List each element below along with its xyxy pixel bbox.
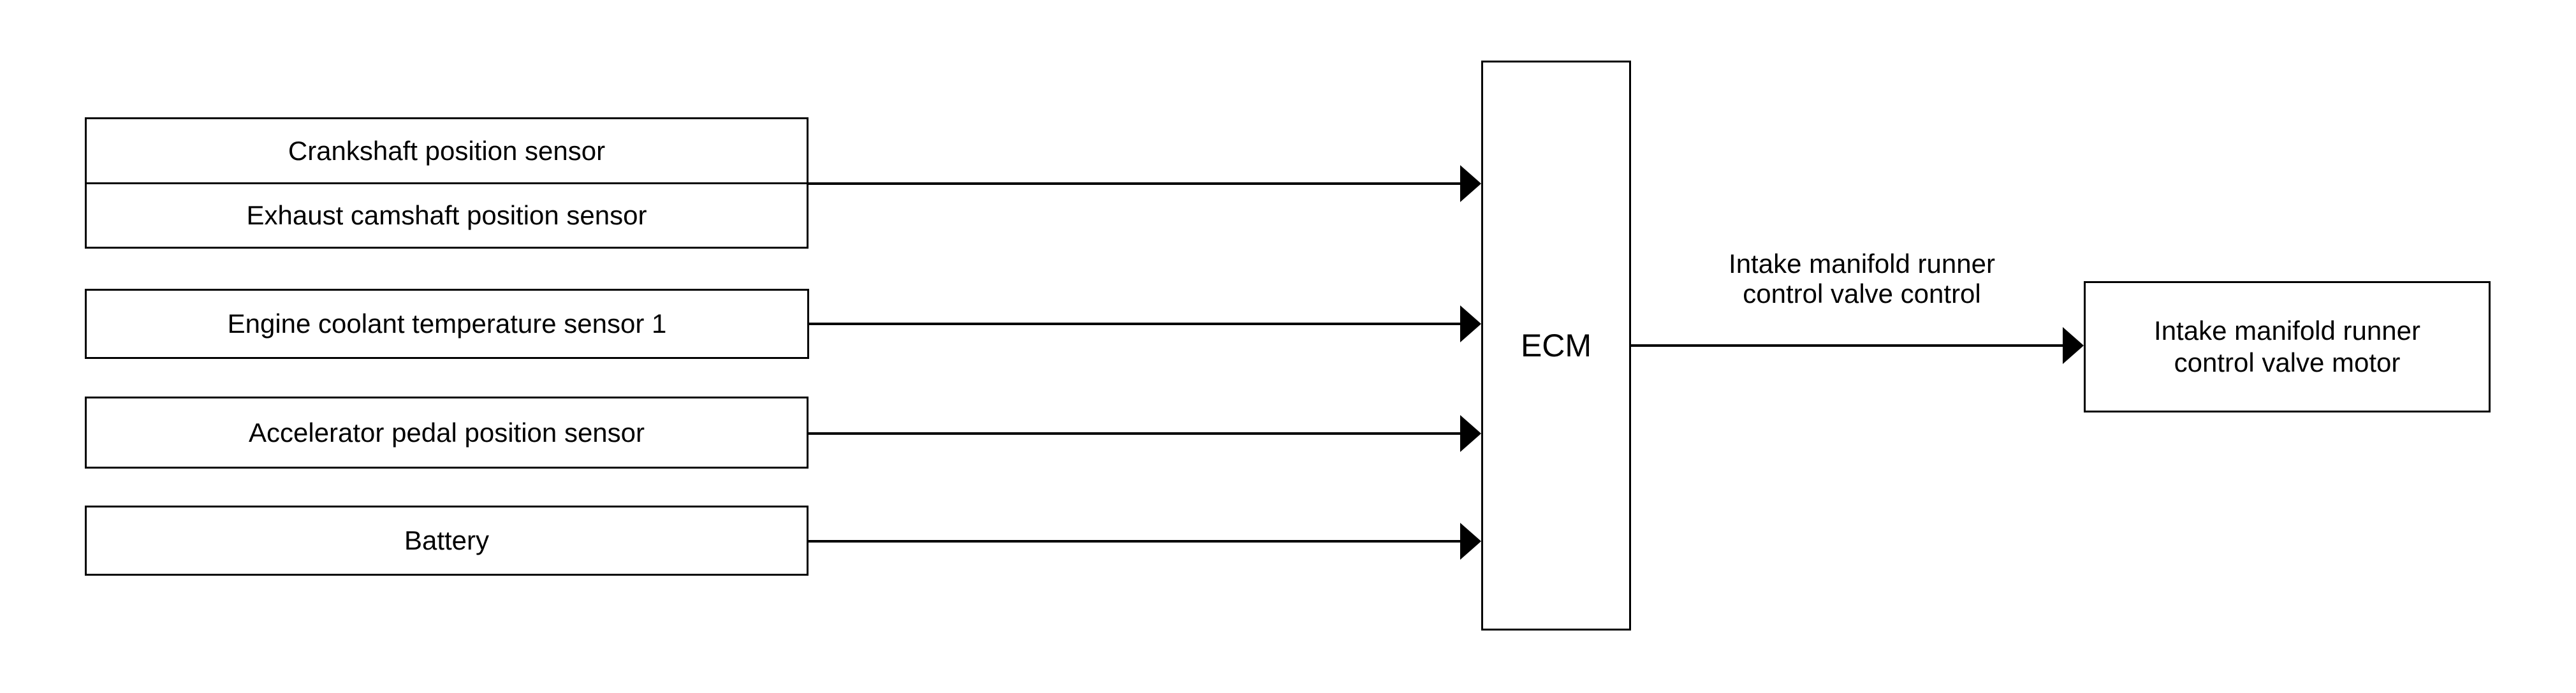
connector-battery-to-ecm	[809, 523, 1481, 560]
node-engine-coolant-temperature-sensor-1: Engine coolant temperature sensor 1	[85, 289, 809, 359]
edge-label-line-2: control valve control	[1743, 279, 1981, 309]
connector-accelerator-to-ecm	[809, 415, 1481, 452]
node-label-ecm: ECM	[1520, 327, 1592, 363]
node-label-actuator-line2: control valve motor	[2174, 347, 2401, 377]
node-accelerator-pedal-position-sensor: Accelerator pedal position sensor	[85, 397, 809, 469]
node-cell-crankshaft: Crankshaft position sensor	[87, 119, 807, 182]
node-label-battery: Battery	[404, 525, 490, 556]
connector-coolant-to-ecm	[809, 305, 1481, 342]
node-intake-manifold-runner-control-valve-motor: Intake manifold runner control valve mot…	[2084, 281, 2491, 412]
edge-label-intake-manifold-runner-control-valve-control: Intake manifold runner control valve con…	[1658, 249, 2066, 309]
node-battery: Battery	[85, 506, 809, 576]
node-label-accelerator-pedal-position-sensor: Accelerator pedal position sensor	[248, 417, 645, 448]
node-crankshaft-exhaust-camshaft-sensors: Crankshaft position sensor Exhaust camsh…	[85, 117, 809, 249]
connector-sensors-to-ecm	[809, 165, 1481, 202]
node-label-exhaust-camshaft-position-sensor: Exhaust camshaft position sensor	[246, 200, 647, 231]
connector-ecm-to-actuator	[1631, 327, 2084, 364]
node-label-crankshaft-position-sensor: Crankshaft position sensor	[288, 135, 606, 166]
edge-label-line-1: Intake manifold runner	[1729, 249, 1995, 279]
node-cell-exhaust-camshaft: Exhaust camshaft position sensor	[87, 184, 807, 247]
node-label-engine-coolant-temperature-sensor-1: Engine coolant temperature sensor 1	[227, 309, 667, 339]
node-internal-divider	[87, 182, 807, 185]
node-label-actuator-line1: Intake manifold runner	[2154, 316, 2420, 346]
node-ecm: ECM	[1481, 61, 1631, 631]
